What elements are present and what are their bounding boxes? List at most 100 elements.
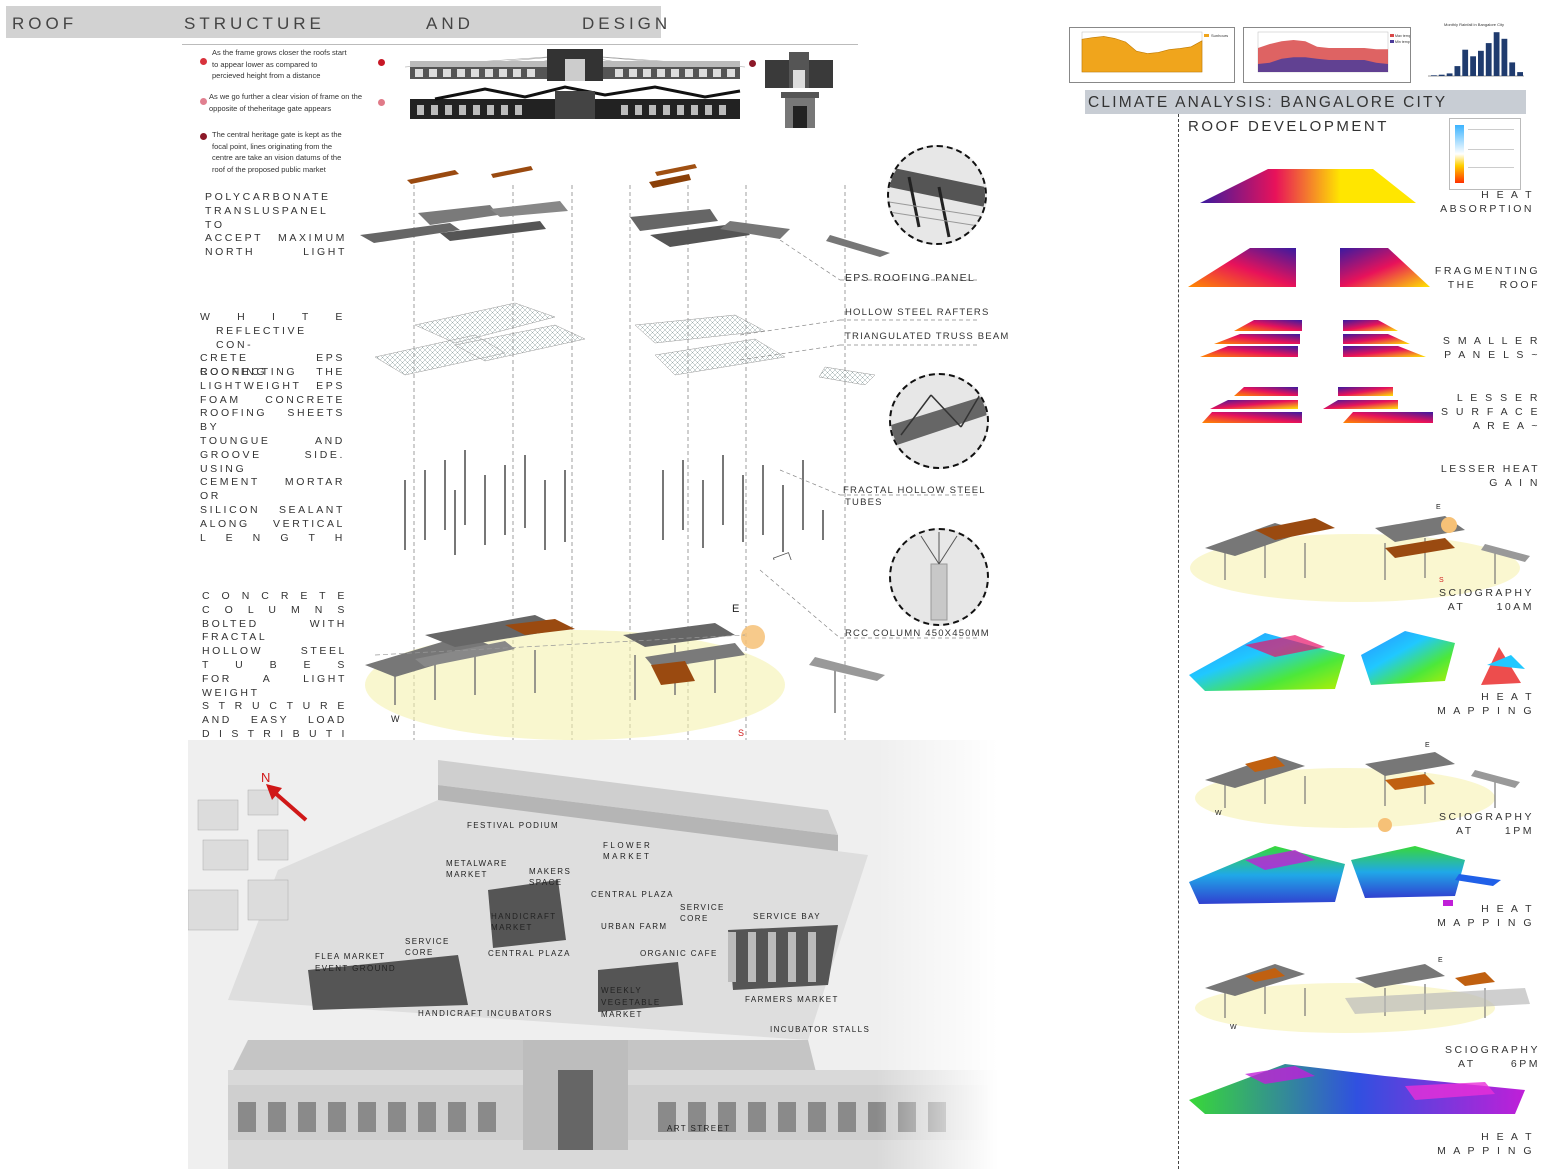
label-line: COONECTING THE: [200, 366, 345, 378]
sciography-10am-south: S: [1439, 577, 1444, 584]
label-line: L E N G T H: [200, 531, 345, 544]
heat-mapping-3: [1189, 1064, 1525, 1114]
annotation-bullet: [200, 98, 207, 105]
plan-label-metalware-market: METALWARE MARKET: [446, 859, 508, 879]
plan-label-festival-podium: FESTIVAL PODIUM: [467, 821, 560, 830]
annotation-bullet: [200, 58, 207, 65]
rainfall-bar: [1509, 62, 1516, 76]
elevation-marker: [378, 99, 385, 106]
stage-sciography-6pm: SCIOGRAPHY AT 6PM: [1430, 1043, 1540, 1071]
stage-line: M A P P I N G: [1437, 1145, 1534, 1157]
roof-development-title: ROOF DEVELOPMENT: [1188, 118, 1389, 135]
plan-label-weekly-vegetable-market: WEEKLY VEGETABLE MARKET: [601, 986, 661, 1019]
label-concrete-columns: C O N C R E T E C O L U M N S BOLTED WIT…: [202, 590, 347, 756]
compass-south-label: S: [738, 728, 745, 738]
label-line: T U B E S: [202, 658, 347, 671]
heat-mapping-1: [1189, 631, 1525, 691]
annotation-text-2: As we go further a clear vision of frame…: [209, 92, 362, 113]
header-word-design: DESIGN: [582, 14, 672, 33]
callout-leaders: [740, 240, 980, 639]
stage-line: M A P P I N G: [1437, 705, 1534, 717]
min-temp-area: [1258, 57, 1388, 72]
stage-line: H E A T: [1481, 691, 1534, 703]
header-word-structure: STRUCTURE: [184, 14, 325, 33]
sunhours-legend: Sunhours: [1211, 33, 1228, 38]
label-line: ALONG VERTICAL: [200, 517, 345, 530]
sciography-6pm-east: E: [1438, 957, 1443, 964]
annotation-bullet: [200, 133, 207, 140]
label-line: SILICON SEALANT: [200, 503, 345, 516]
stage-line: G A I N: [1489, 477, 1540, 489]
annotation-text-1: As the frame grows closer the roofs star…: [212, 48, 347, 80]
label-line: CEMENT MORTAR OR: [200, 476, 345, 503]
stage-sciography-1pm: SCIOGRAPHY AT 1PM: [1430, 810, 1534, 838]
sciography-6pm-west: W: [1230, 1024, 1237, 1031]
stage-line: S M A L L E R: [1442, 335, 1540, 347]
elevation-marker: [749, 60, 756, 67]
label-line: FOR A LIGHT WEIGHT: [202, 672, 347, 699]
rainfall-bar: [1446, 73, 1453, 76]
plan-label-farmers-market: FARMERS MARKET: [745, 995, 839, 1004]
roof-fragment-right: [1340, 248, 1430, 287]
stage-line: ABSORPTION: [1440, 203, 1534, 215]
label-line: GROOVE SIDE. USING: [200, 448, 345, 475]
stage-line: H E A T: [1481, 1131, 1534, 1143]
plan-label-service-bay: SERVICE BAY: [753, 912, 822, 921]
stage-line: P A N E L S ~: [1444, 349, 1540, 361]
label-line: TRANSLUSPANEL TO: [205, 204, 329, 231]
stage-heat-absorption: H E A T ABSORPTION: [1430, 188, 1534, 216]
stage-line: THE ROOF: [1447, 279, 1540, 291]
plan-label-urban-farm: URBAN FARM: [601, 922, 668, 931]
label-line: POLYCARBONATE: [205, 191, 331, 203]
plan-label-service-core: SERVICE CORE: [680, 903, 725, 923]
rainfall-bar: [1501, 38, 1508, 76]
plan-label-art-street: ART STREET: [667, 1124, 731, 1133]
stage-line: H E A T: [1481, 189, 1534, 201]
top-rule: [182, 44, 858, 45]
label-line: LIGHTWEIGHT EPS: [200, 379, 345, 392]
sciography-10am: [1190, 516, 1530, 602]
rainfall-chart: Monthly Rainfall in Bangalore City: [1428, 22, 1524, 77]
sciography-10am-east: E: [1436, 504, 1441, 511]
stage-sciography-10am: SCIOGRAPHY AT 10AM: [1430, 586, 1534, 614]
stage-line: FRAGMENTING: [1434, 265, 1540, 277]
header-word-roof: ROOF: [12, 14, 78, 33]
stage-line: L E S S E R: [1456, 392, 1540, 404]
stage-heat-mapping-2: H E A T M A P P I N G: [1430, 902, 1534, 930]
facade-elevations: [405, 49, 745, 119]
rainfall-chart-title: Monthly Rainfall in Bangalore City: [1444, 22, 1504, 27]
stage-line: AT 1PM: [1456, 825, 1534, 837]
assembled-roof-sciography: [365, 615, 885, 740]
right-panel-divider: [1178, 114, 1179, 1169]
callout-truss-beam: TRIANGULATED TRUSS BEAM: [845, 331, 1010, 342]
rainfall-bar: [1462, 49, 1469, 76]
sciography-1pm-west: W: [1215, 810, 1222, 817]
label-line: CRETE EPS ROOFING: [200, 352, 345, 379]
stage-line: LESSER HEAT: [1440, 463, 1540, 475]
rainfall-bar: [1454, 66, 1461, 76]
sciography-1pm: [1195, 752, 1520, 832]
label-line: TOUNGUE AND: [200, 434, 345, 447]
stage-line: H E A T: [1481, 903, 1534, 915]
compass-east-label: E: [732, 603, 740, 615]
sciography-1pm-east: E: [1425, 742, 1430, 749]
compass-west-label: W: [391, 714, 400, 724]
header-word-and: AND: [426, 14, 474, 33]
label-connecting: COONECTING THE LIGHTWEIGHT EPS FOAM CONC…: [200, 366, 345, 545]
roof-development-gradients: [1188, 169, 1433, 423]
stage-heat-mapping-1: H E A T M A P P I N G: [1430, 690, 1534, 718]
eps-roof-panels: [360, 201, 890, 257]
rainfall-bar: [1493, 32, 1500, 76]
plan-label-organic-cafe: ORGANIC CAFE: [640, 949, 718, 958]
header-bar: ROOF STRUCTURE AND DESIGN: [6, 6, 667, 38]
callout-fractal-tubes: FRACTAL HOLLOW STEEL: [843, 485, 986, 496]
rainfall-bar: [1485, 43, 1492, 76]
plan-label-central-plaza-north: CENTRAL PLAZA: [591, 890, 674, 899]
stage-lesser-heat-gain: LESSER HEAT G A I N: [1430, 462, 1540, 490]
label-line: BOLTED WITH FRACTAL: [202, 617, 347, 644]
stage-line: SCIOGRAPHY: [1444, 1044, 1540, 1056]
rainfall-bar: [1438, 74, 1445, 76]
plan-label-incubator-stalls: INCUBATOR STALLS: [770, 1025, 871, 1034]
callout-steel-rafters: HOLLOW STEEL RAFTERS: [845, 307, 990, 318]
polycarbonate-panels: [407, 164, 697, 188]
